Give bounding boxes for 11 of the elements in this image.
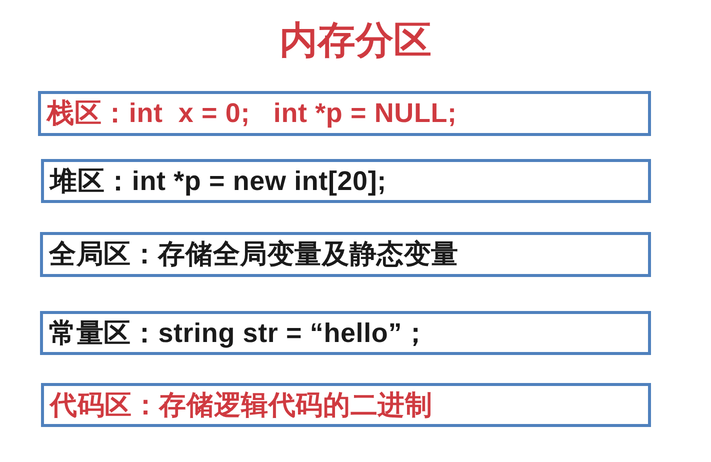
area-description: 堆区：int *p = new int[20]; xyxy=(50,165,386,198)
area-description: 栈区：int x = 0; int *p = NULL; xyxy=(47,97,457,130)
area-description: 全局区：存储全局变量及静态变量 xyxy=(49,238,458,271)
memory-area-box xyxy=(40,232,651,277)
memory-area-box xyxy=(41,159,651,203)
area-description: 常量区：string str = “hello”； xyxy=(49,317,430,350)
memory-area-box xyxy=(41,383,651,427)
memory-area-box xyxy=(38,91,651,136)
area-description: 代码区：存储逻辑代码的二进制 xyxy=(50,389,432,422)
memory-area-box xyxy=(40,311,651,355)
diagram-title: 内存分区 xyxy=(280,19,432,64)
